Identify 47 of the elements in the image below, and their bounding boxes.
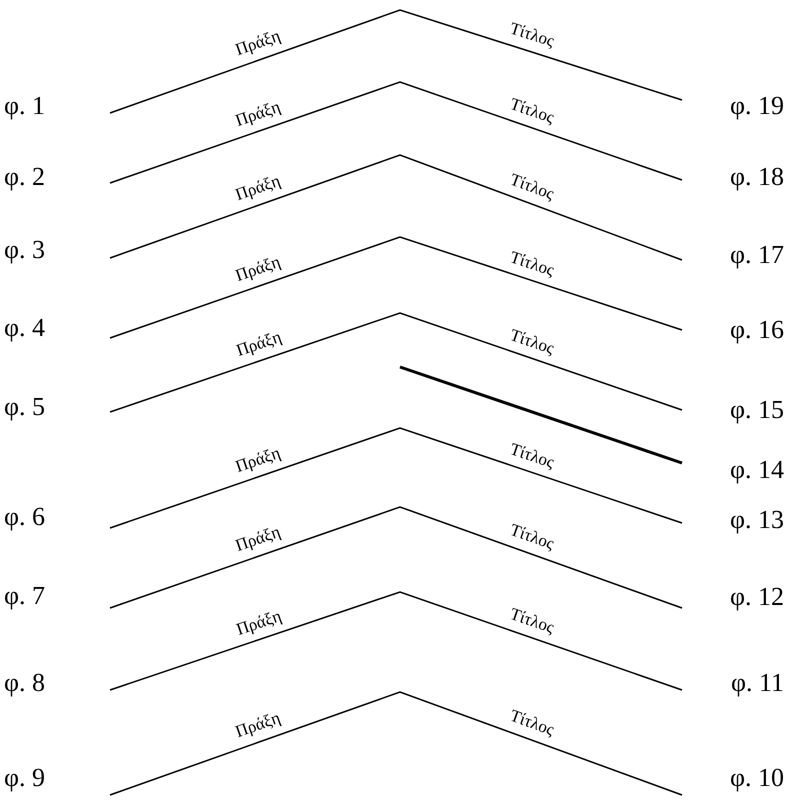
folio-label: φ. 11 [682, 666, 788, 700]
folio-label: φ. 9 [4, 761, 110, 795]
line-label: Τίτλος [507, 324, 557, 358]
connector-line [110, 427, 682, 529]
line-label: Πράξη [233, 327, 284, 362]
connector-line [110, 9, 682, 114]
line-label: Πράξη [233, 708, 284, 742]
connector-line [400, 366, 682, 464]
folio-label: φ. 17 [682, 238, 788, 272]
folio-label: φ. 3 [4, 233, 110, 267]
connector-line [110, 506, 682, 609]
connector-line [110, 312, 682, 413]
folio-label: φ. 10 [682, 761, 788, 795]
connector-line [110, 691, 682, 796]
line-label: Τίτλος [508, 706, 558, 740]
folio-label: φ. 13 [682, 503, 788, 537]
connector-line [110, 236, 682, 339]
connector-line [110, 591, 682, 691]
folio-label: φ. 2 [4, 160, 110, 194]
folio-label: φ. 14 [682, 453, 788, 487]
folio-label: φ. 4 [4, 311, 110, 345]
line-label: Τίτλος [507, 18, 556, 52]
folio-label: φ. 18 [682, 160, 788, 194]
folio-label: φ. 12 [682, 580, 788, 614]
folio-label: φ. 6 [4, 500, 110, 534]
line-label: Τίτλος [508, 170, 558, 205]
line-label: Τίτλος [508, 520, 557, 554]
folio-label: φ. 8 [4, 666, 110, 700]
line-label: Τίτλος [507, 94, 557, 128]
line-label: Πράξη [233, 522, 284, 556]
line-label: Πράξη [233, 26, 284, 60]
line-label: Πράξη [234, 606, 284, 640]
line-label: Τίτλος [507, 247, 557, 280]
connector-line [110, 154, 682, 261]
line-label: Πράξη [233, 442, 284, 477]
folio-label: φ. 7 [4, 579, 110, 613]
folio-label: φ. 16 [682, 313, 788, 347]
folio-label: φ. 1 [4, 89, 110, 123]
folio-label: φ. 19 [682, 89, 788, 123]
line-label: Πράξη [233, 171, 284, 206]
line-label: Πράξη [233, 97, 284, 132]
connector-line [110, 81, 682, 184]
folio-label: φ. 5 [4, 390, 110, 424]
folio-label: φ. 15 [682, 393, 788, 427]
line-label: Τίτλος [507, 438, 557, 472]
line-label: Τίτλος [507, 604, 557, 638]
line-label: Πράξη [233, 252, 284, 286]
